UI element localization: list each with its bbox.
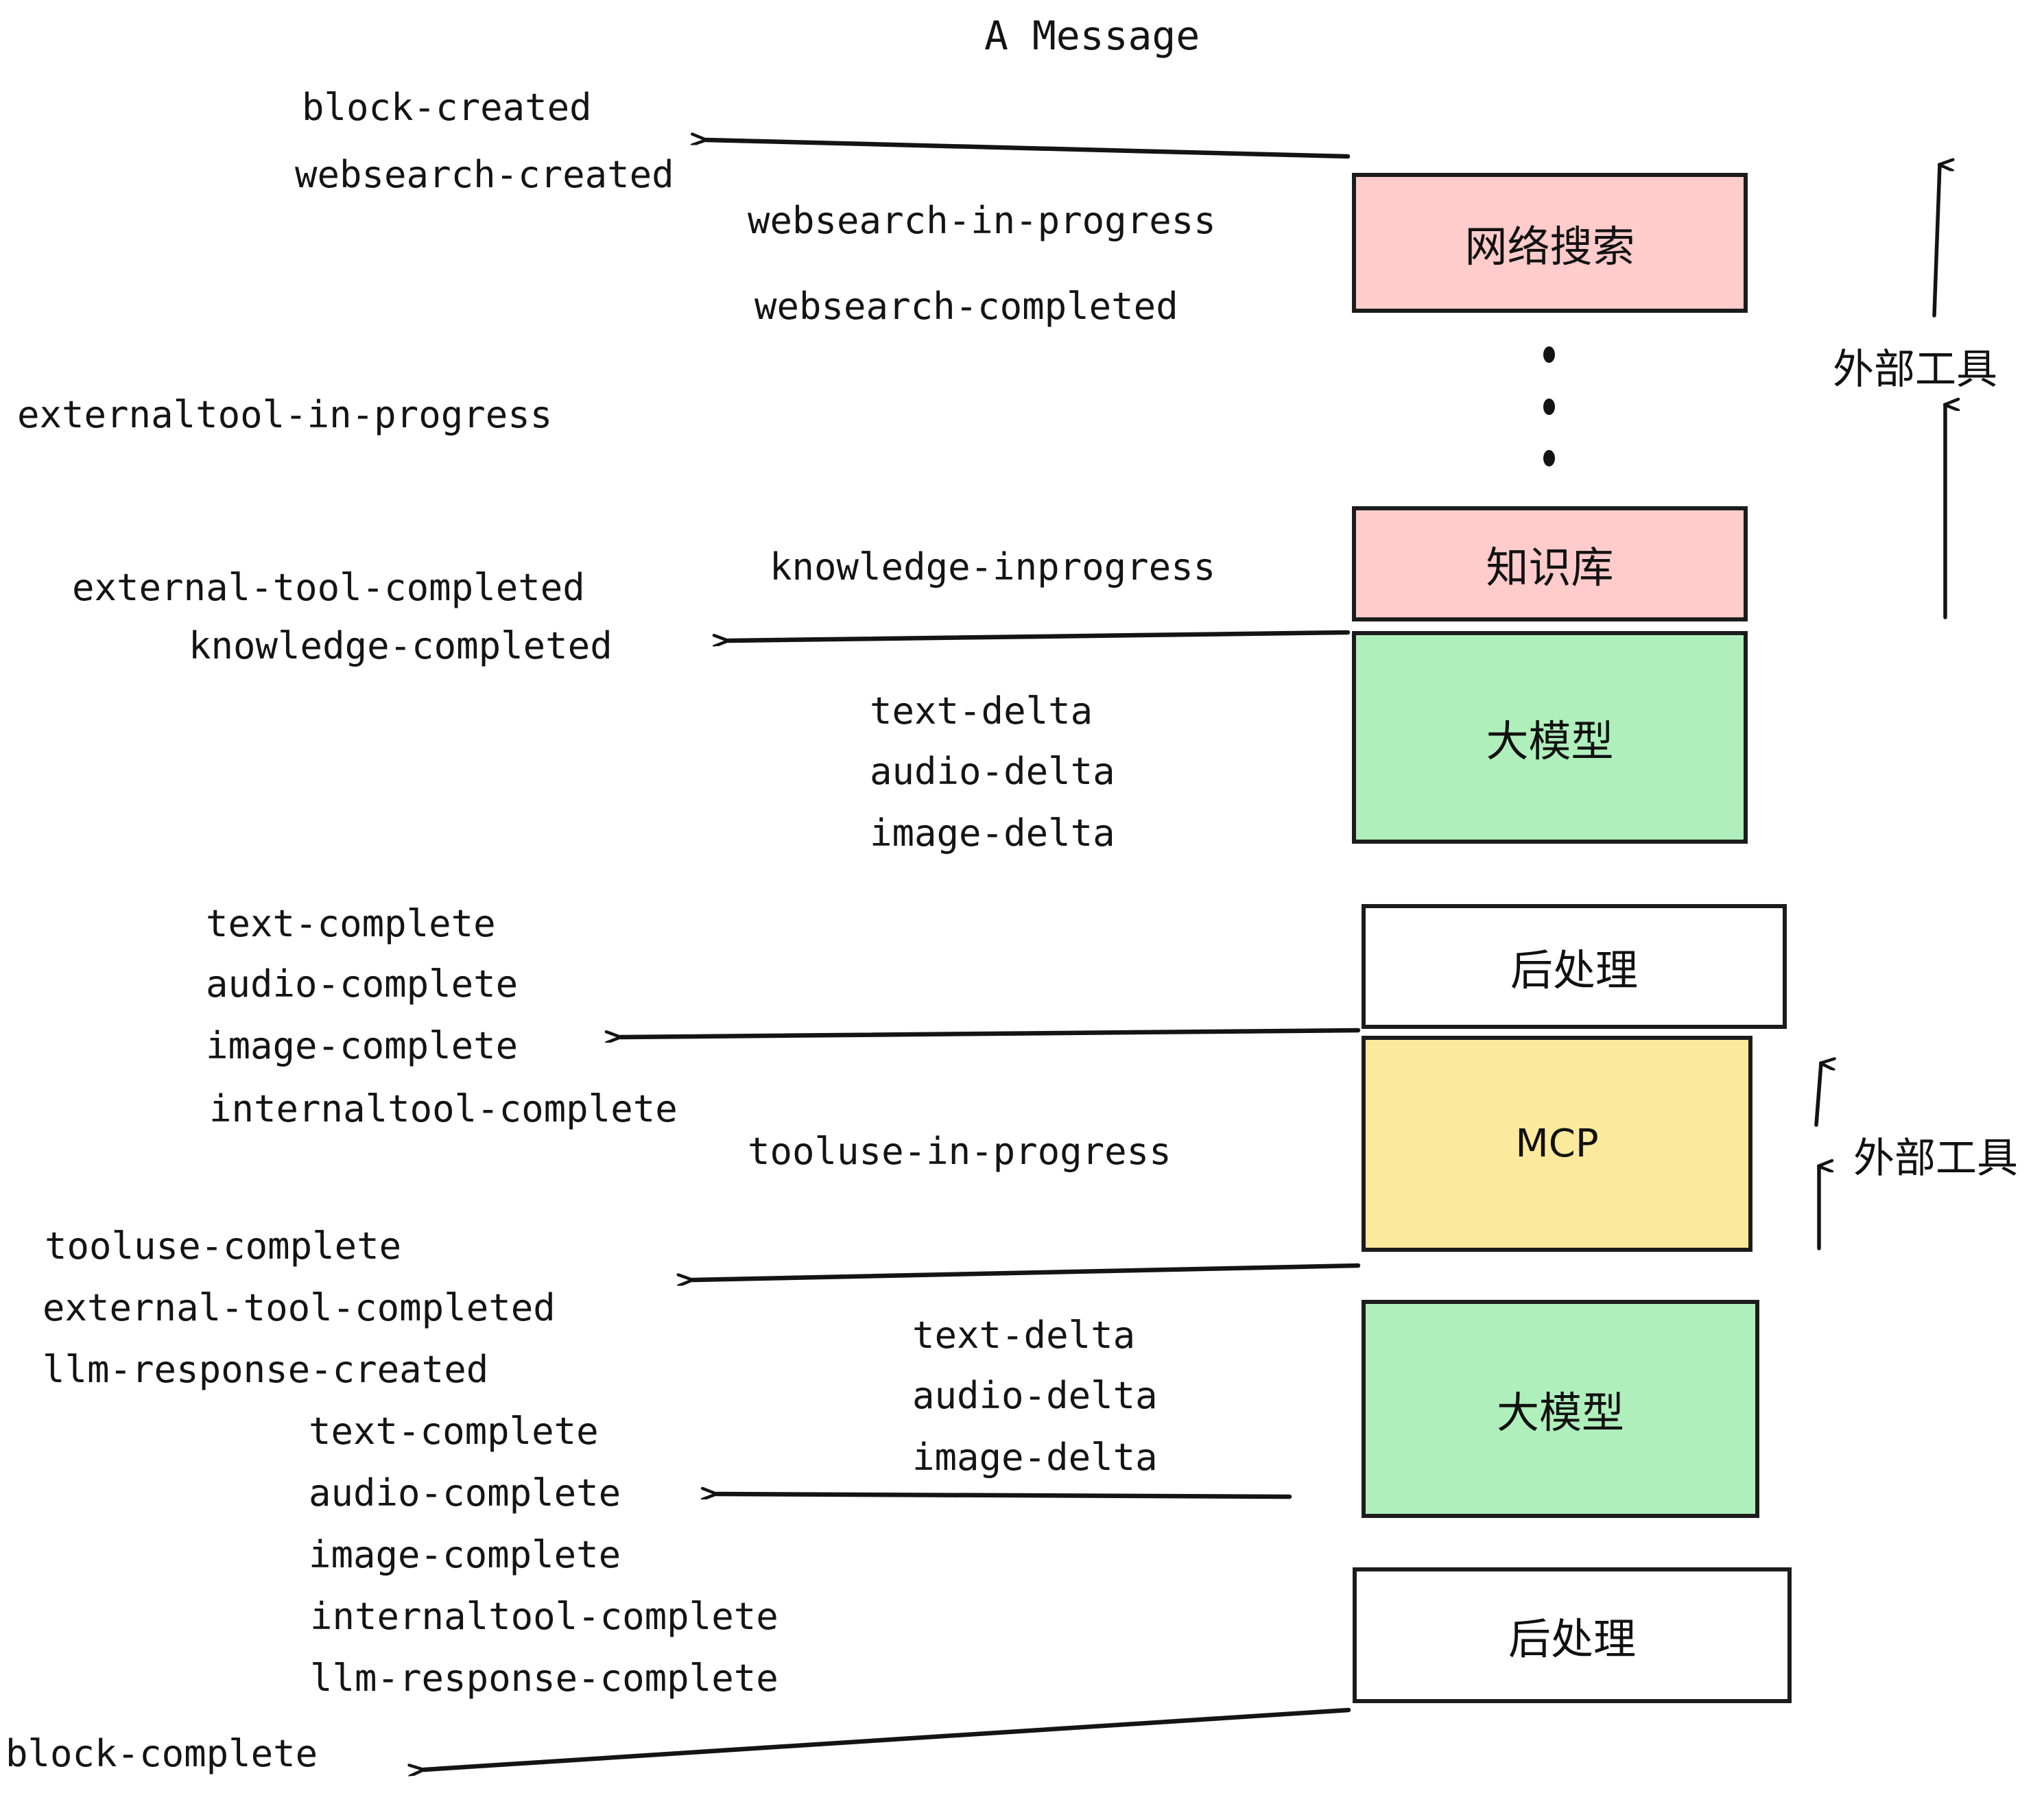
event-label-text-delta-1: text-delta xyxy=(870,689,1093,733)
event-label-text-complete-2: text-complete xyxy=(309,1410,599,1453)
event-label-block-complete: block-complete xyxy=(5,1732,318,1775)
event-label-audio-complete-1: audio-complete xyxy=(206,962,519,1006)
box-label: 大模型 xyxy=(1486,716,1614,766)
box-label: 大模型 xyxy=(1496,1388,1624,1438)
event-label-image-delta-2: image-delta xyxy=(912,1436,1158,1479)
box-label: 后处理 xyxy=(1510,945,1638,995)
box-postprocess-top: 后处理 xyxy=(1362,904,1787,1029)
arrow-websearch-to-block-created xyxy=(706,140,1351,159)
event-label-audio-delta-2: audio-delta xyxy=(912,1374,1158,1417)
box-label: 网络搜索 xyxy=(1464,222,1635,272)
diagram-title: A Message xyxy=(984,12,1200,59)
box-llm-bottom: 大模型 xyxy=(1362,1300,1759,1518)
event-label-llm-response-complete: llm-response-complete xyxy=(310,1657,779,1700)
box-label: 知识库 xyxy=(1486,543,1614,593)
event-label-internaltool-complete-1: internaltool-complete xyxy=(209,1087,678,1130)
box-postprocess-bottom: 后处理 xyxy=(1353,1567,1792,1703)
event-label-knowledge-completed: knowledge-completed xyxy=(189,624,613,667)
arrow-postprocess-to-image-complete xyxy=(621,1028,1361,1037)
box-label: 后处理 xyxy=(1508,1614,1636,1664)
arrow-external-tool-top-up xyxy=(1932,165,1940,318)
ellipsis-dot xyxy=(1543,450,1555,466)
event-label-llm-response-created: llm-response-created xyxy=(43,1348,489,1391)
arrow-knowledge-to-knowledge-completed xyxy=(728,630,1351,641)
event-label-audio-complete-2: audio-complete xyxy=(309,1471,621,1515)
event-label-text-delta-2: text-delta xyxy=(912,1314,1136,1357)
arrow-postprocess-to-block-complete xyxy=(424,1707,1351,1770)
event-label-audio-delta-1: audio-delta xyxy=(870,750,1115,793)
event-label-websearch-in-progress: websearch-in-progress xyxy=(748,199,1216,242)
box-label: MCP xyxy=(1515,1121,1599,1166)
box-knowledge: 知识库 xyxy=(1352,506,1748,621)
event-label-websearch-completed: websearch-completed xyxy=(754,285,1178,328)
event-label-external-tool-completed-2: external-tool-completed xyxy=(43,1286,556,1329)
event-label-external-tool-completed-1: external-tool-completed xyxy=(72,566,585,609)
side-label-external-tool-top: 外部工具 xyxy=(1833,346,1997,394)
vertical-ellipsis-icon xyxy=(1542,346,1556,466)
arrow-llm-to-audio-complete xyxy=(717,1494,1292,1497)
side-label-external-tool-bottom: 外部工具 xyxy=(1853,1135,2018,1183)
event-label-externaltool-in-progress: externaltool-in-progress xyxy=(17,393,553,436)
event-label-knowledge-inprogress: knowledge-inprogress xyxy=(770,545,1216,589)
event-label-tooluse-in-progress: tooluse-in-progress xyxy=(748,1130,1172,1173)
event-label-tooluse-complete: tooluse-complete xyxy=(45,1224,402,1268)
arrow-external-tool-bottom-up xyxy=(1814,1063,1821,1127)
box-websearch: 网络搜索 xyxy=(1352,173,1748,313)
event-label-image-complete-1: image-complete xyxy=(206,1024,519,1067)
event-label-internaltool-complete-2: internaltool-complete xyxy=(310,1595,779,1638)
box-mcp: MCP xyxy=(1362,1036,1752,1252)
event-label-text-complete-1: text-complete xyxy=(206,902,496,945)
event-label-websearch-created: websearch-created xyxy=(295,153,674,196)
arrow-mcp-to-tooluse-complete xyxy=(693,1263,1361,1280)
ellipsis-dot xyxy=(1543,398,1555,415)
event-label-image-complete-2: image-complete xyxy=(309,1533,621,1576)
event-label-block-created: block-created xyxy=(302,86,592,129)
ellipsis-dot xyxy=(1543,346,1555,363)
event-label-image-delta-1: image-delta xyxy=(870,811,1115,855)
box-llm-top: 大模型 xyxy=(1352,631,1748,844)
